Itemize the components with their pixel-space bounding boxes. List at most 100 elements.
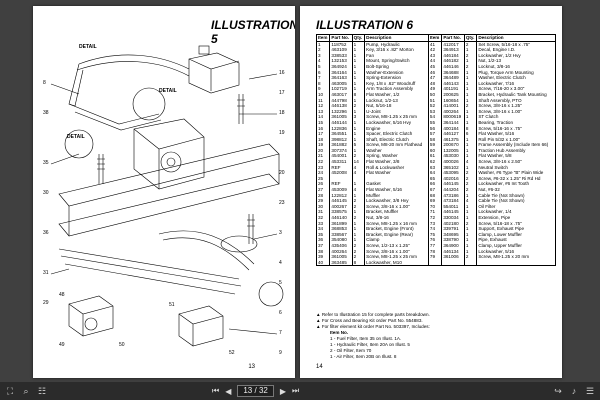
fullscreen-icon[interactable]: ⛶ bbox=[6, 386, 14, 396]
table-cell: 1 bbox=[463, 226, 478, 232]
table-cell: 1 bbox=[463, 58, 478, 64]
diagram-callout: 8 bbox=[43, 80, 46, 86]
table-cell: 58 bbox=[427, 136, 443, 143]
diagram-callout: 52 bbox=[229, 350, 235, 356]
table-cell: 1 bbox=[463, 136, 478, 143]
table-cell: 26 bbox=[315, 181, 331, 188]
table-cell: Washer, #6 Type "B" Plain Wide bbox=[476, 170, 556, 176]
diagram-callout: 3 bbox=[279, 230, 282, 236]
table-cell: 14 bbox=[351, 159, 366, 165]
table-cell: Frame Assembly (Include Item 66) bbox=[476, 142, 556, 148]
table-cell: 76 bbox=[427, 237, 443, 243]
table-cell: Bracket, Hydraulic Tank Mounting bbox=[476, 91, 556, 98]
table-cell: 44 bbox=[427, 58, 443, 64]
table-cell: 1 bbox=[463, 153, 478, 160]
viewer-toolbar: ⛶ ⌕ ☷ ⏮ ◀ 13 / 32 ▶ ⏭ ↪ ♪ ☰ bbox=[0, 382, 600, 400]
table-cell: 70 bbox=[427, 203, 443, 210]
page-indicator[interactable]: 13 / 32 bbox=[237, 385, 274, 397]
table-cell: 4 bbox=[351, 170, 366, 176]
table-cell: 20 bbox=[315, 147, 331, 154]
right-page: ILLUSTRATION 6 Item Part No. Qty. Descri… bbox=[300, 6, 562, 378]
thumbnails-icon[interactable]: ☷ bbox=[37, 386, 47, 396]
table-cell: 1 bbox=[315, 41, 331, 48]
next-page-icon[interactable]: ▶ bbox=[279, 386, 287, 396]
table-cell: 29 bbox=[315, 198, 331, 204]
table-cell: 21 bbox=[315, 153, 331, 160]
table-cell: 1 bbox=[351, 237, 366, 243]
table-cell: 72 bbox=[427, 215, 443, 221]
table-cell: 35 bbox=[315, 231, 331, 238]
table-cell: 63 bbox=[427, 164, 443, 171]
table-cell: 1 bbox=[463, 91, 478, 98]
table-cell: 59 bbox=[427, 142, 443, 148]
first-page-icon[interactable]: ⏮ bbox=[212, 386, 220, 395]
left-page-number: 13 bbox=[248, 364, 255, 370]
diagram-callout: 9 bbox=[279, 350, 282, 356]
table-cell: 5 bbox=[351, 142, 366, 148]
table-cell: 1 bbox=[463, 215, 478, 221]
diagram-callout-detail-1: DETAIL bbox=[79, 44, 97, 50]
table-cell: 1 bbox=[351, 231, 366, 238]
diagram-callout: 49 bbox=[59, 342, 65, 348]
header-item: Item bbox=[427, 34, 443, 42]
table-cell: 12 bbox=[315, 103, 331, 109]
table-cell: Nut, #6-32 bbox=[476, 187, 556, 193]
table-cell: 1 bbox=[351, 181, 366, 188]
table-cell: 1 bbox=[351, 209, 366, 215]
table-cell: Clamp, Lower Muffler bbox=[476, 231, 556, 238]
table-cell: 2 bbox=[463, 41, 478, 48]
diagram-callout: 38 bbox=[43, 110, 49, 116]
table-cell: 1 bbox=[463, 86, 478, 92]
table-cell: 49 bbox=[427, 86, 443, 92]
zoom-icon[interactable]: ⌕ bbox=[23, 386, 29, 396]
table-cell bbox=[441, 259, 465, 267]
last-page-icon[interactable]: ⏭ bbox=[292, 386, 300, 395]
table-cell: 2 bbox=[463, 103, 478, 109]
menu-icon[interactable]: ☰ bbox=[585, 386, 595, 396]
right-page-number: 14 bbox=[316, 364, 323, 370]
table-cell: 1 bbox=[351, 147, 366, 154]
table-cell: 2 bbox=[463, 181, 478, 188]
table-cell: Nut, 1/2-13 bbox=[476, 58, 556, 64]
note-line: ▲ Refer to Illustration 15 for complete … bbox=[316, 312, 430, 317]
table-cell: Screw, #6-32 x 1.25" Ri Rd Hd bbox=[476, 175, 556, 182]
note-line: 2 - Oil Filter, Item 70 bbox=[330, 348, 372, 353]
table-cell: 4 bbox=[463, 198, 478, 204]
right-illustration-title: ILLUSTRATION 6 bbox=[316, 18, 414, 32]
diagram-callout: 29 bbox=[43, 300, 49, 306]
share-icon[interactable]: ↪ bbox=[554, 386, 562, 396]
table-cell: 8 bbox=[463, 125, 478, 132]
table-cell: 28 bbox=[315, 192, 331, 199]
table-cell: 2 bbox=[351, 198, 366, 204]
table-cell: 1 bbox=[351, 58, 366, 64]
table-cell: 48 bbox=[427, 80, 443, 87]
table-cell: Lockwasher, 5/16 bbox=[476, 248, 556, 255]
table-cell: 1 bbox=[351, 80, 366, 87]
total-pages: 32 bbox=[258, 386, 268, 395]
table-cell: 37 bbox=[315, 242, 331, 249]
table-cell: Roll Pin 5/32 x 1.00" bbox=[476, 136, 556, 143]
table-cell bbox=[427, 259, 443, 267]
table-cell: 1 bbox=[351, 220, 366, 227]
table-cell: 4 bbox=[315, 58, 331, 64]
table-cell: 2 bbox=[351, 153, 366, 160]
table-cell: 71 bbox=[427, 209, 443, 215]
table-cell: 33 bbox=[315, 220, 331, 227]
sound-icon[interactable]: ♪ bbox=[571, 386, 577, 396]
table-cell: Lockwasher, #6 Int Tooth bbox=[476, 181, 556, 188]
table-cell: 1 bbox=[463, 242, 478, 249]
prev-page-icon[interactable]: ◀ bbox=[225, 386, 232, 396]
table-cell: 2 bbox=[315, 47, 331, 53]
